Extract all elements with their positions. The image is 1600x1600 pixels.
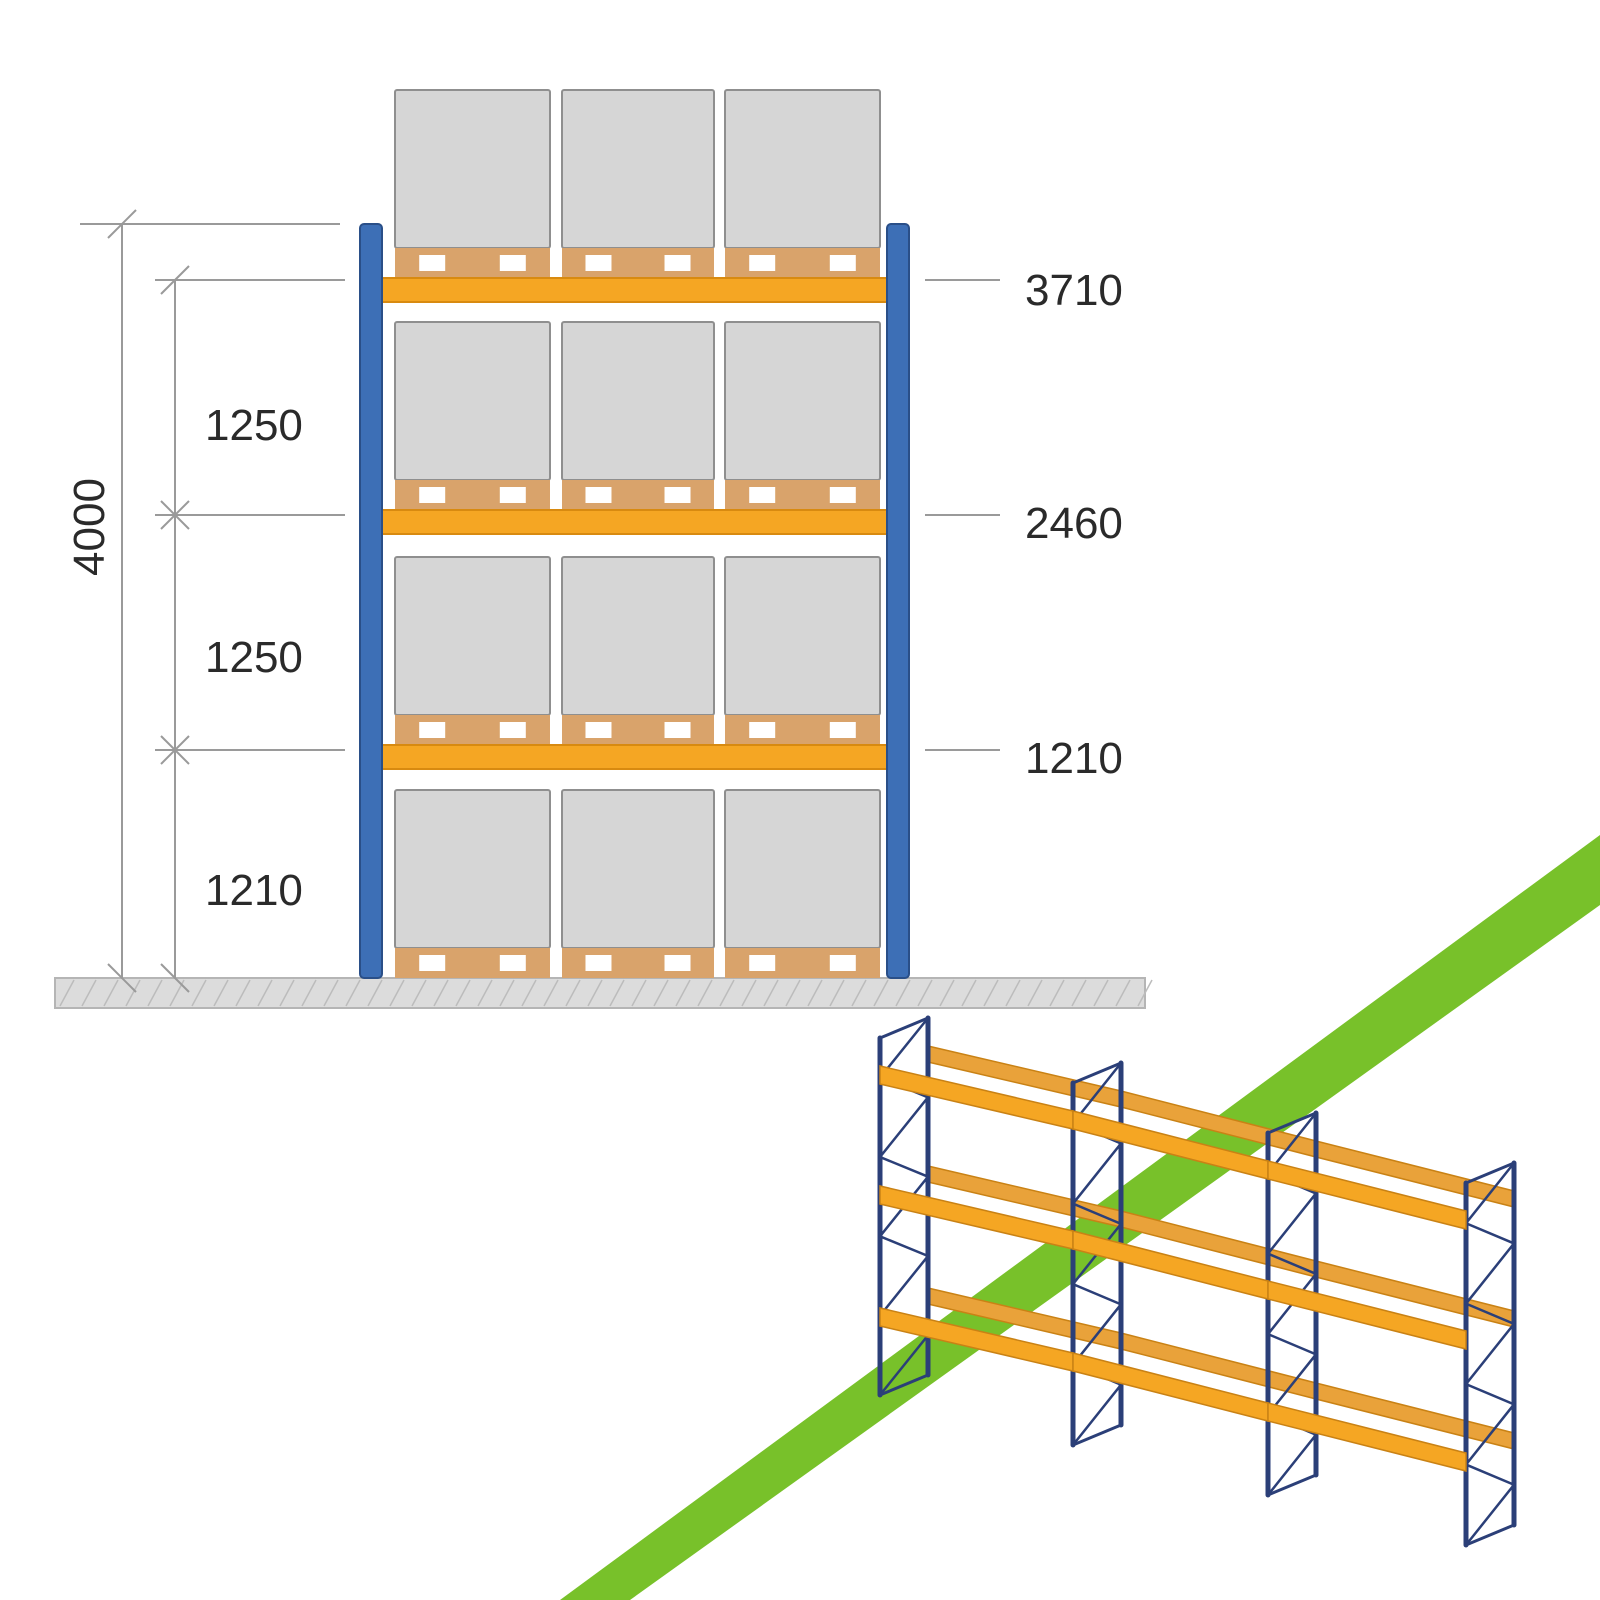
pallet-load <box>724 789 881 978</box>
pallet-load <box>724 556 881 745</box>
beam-height-3: 3710 <box>1025 266 1123 315</box>
rack-beam-front <box>1267 1160 1467 1230</box>
beam-height-2: 2460 <box>1025 499 1123 548</box>
dimension-level-gap-3: 1250 <box>205 401 303 450</box>
rack-front-view <box>359 89 910 979</box>
pallet-load <box>724 321 881 510</box>
pallet-load <box>394 789 551 978</box>
upright-frame <box>1463 1160 1517 1548</box>
pallet-load <box>561 89 715 278</box>
beam-height-1: 1210 <box>1025 734 1123 783</box>
beam-level-2 <box>371 509 899 535</box>
beam-height-leaders <box>925 279 1000 751</box>
dimension-total-height: 4000 <box>65 478 114 576</box>
rack-beam-front <box>1267 1280 1467 1350</box>
beam-level-1 <box>371 744 899 770</box>
pallet-load <box>394 321 551 510</box>
rack-isometric-view <box>877 1015 1517 1548</box>
dimension-level-gap-2: 1250 <box>205 633 303 682</box>
pallet-load <box>561 321 715 510</box>
dimension-lines <box>80 209 345 993</box>
pallet-load <box>561 789 715 978</box>
floor <box>54 977 1153 1009</box>
dimension-level-gap-1: 1210 <box>205 866 303 915</box>
pallet-loads <box>394 89 881 978</box>
upright-right <box>886 223 910 979</box>
rack-beam-front <box>1267 1402 1467 1472</box>
pallet-load <box>394 556 551 745</box>
beam-level-3 <box>371 277 899 303</box>
pallet-load <box>394 89 551 278</box>
pallet-load <box>561 556 715 745</box>
pallet-load <box>724 89 881 278</box>
upright-left <box>359 223 383 979</box>
